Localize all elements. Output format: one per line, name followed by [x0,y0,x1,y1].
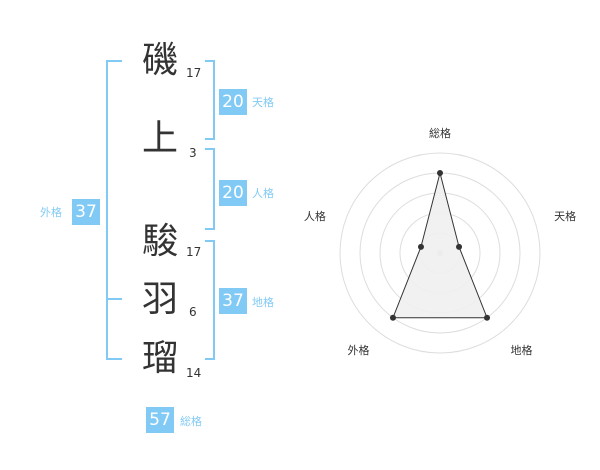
gaikaku-badge: 37 [72,199,100,225]
gaikaku-bracket-tick [106,298,122,300]
radar-point [484,314,491,321]
radar-point [456,243,463,250]
stroke-count-2: 3 [189,146,197,160]
name-char-2: 上 [142,118,179,159]
jinkaku-label: 人格 [252,187,274,200]
soukaku-label: 総格 [180,415,202,428]
jinkaku-badge: 20 [219,180,247,206]
tenkaku-bracket [205,60,215,140]
chikaku-bracket [205,240,215,360]
tenkaku-badge: 20 [219,89,247,115]
jinkaku-bracket [205,148,215,230]
stroke-count-3: 17 [186,245,202,259]
stroke-count-4: 6 [189,305,197,319]
radar-axis-label: 地格 [511,343,533,357]
gaikaku-bracket [106,60,122,360]
radar-axis-label: 外格 [347,343,369,357]
name-char-3: 駿 [142,221,179,262]
radar-data-polygon [392,172,488,319]
radar-data-points [389,170,491,321]
name-char-5: 瑠 [142,338,179,379]
gaikaku-label: 外格 [40,206,62,219]
radar-point [417,243,424,250]
name-char-4: 羽 [142,279,179,320]
radar-ring [339,152,541,354]
radar-point [389,314,396,321]
radar-axis-label: 天格 [554,209,576,223]
soukaku-badge: 57 [146,407,174,433]
chikaku-label: 地格 [252,296,274,309]
tenkaku-label: 天格 [252,96,274,109]
radar-axis-label: 総格 [429,126,451,140]
name-char-1: 磯 [142,40,179,81]
chikaku-badge: 37 [219,288,247,314]
stroke-count-5: 14 [186,366,202,380]
stroke-count-1: 17 [186,66,202,80]
radar-point [437,170,443,176]
radar-axis-label: 人格 [304,209,326,223]
